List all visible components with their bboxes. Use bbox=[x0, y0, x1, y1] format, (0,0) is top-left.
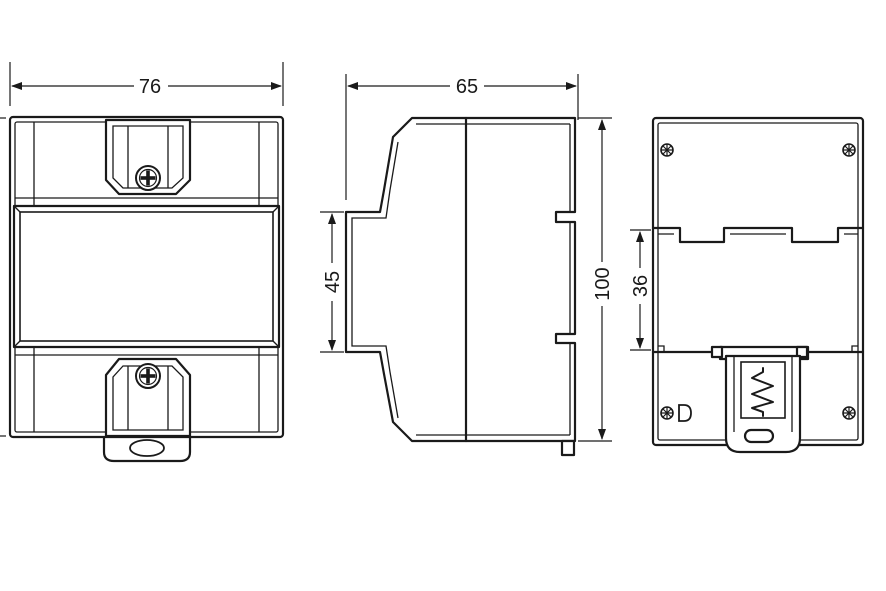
phillips-screw-icon bbox=[660, 406, 674, 420]
side-clip-foot bbox=[560, 439, 576, 457]
clip-slot bbox=[129, 439, 165, 457]
dimension-rail-height: 45 bbox=[320, 211, 344, 353]
side-depth-label: 65 bbox=[456, 76, 478, 98]
clip-release-slot bbox=[743, 428, 775, 444]
side-profile bbox=[344, 116, 577, 443]
front-window bbox=[12, 204, 281, 349]
phillips-screw-icon bbox=[135, 363, 161, 389]
phillips-screw-icon bbox=[842, 143, 856, 157]
rear-view: 36 bbox=[630, 116, 865, 454]
bottom-terminal bbox=[104, 357, 192, 438]
phillips-screw-icon bbox=[660, 143, 674, 157]
din-clip-assembly bbox=[710, 345, 810, 454]
side-height-label: 100 bbox=[592, 267, 614, 300]
front-width-label: 76 bbox=[139, 76, 161, 98]
top-terminal bbox=[104, 118, 192, 196]
dimension-width: 76 bbox=[9, 62, 284, 106]
front-view: 76 bbox=[0, 62, 285, 463]
dimension-clip-height: 36 bbox=[630, 229, 652, 351]
phillips-screw-icon bbox=[842, 406, 856, 420]
side-rail-height-label: 45 bbox=[322, 271, 344, 293]
rear-clip-height-label: 36 bbox=[630, 275, 652, 297]
phillips-screw-icon bbox=[135, 165, 161, 191]
dimension-height: 100 bbox=[578, 117, 614, 442]
dimension-depth: 65 bbox=[345, 74, 579, 200]
din-clip-tab bbox=[102, 432, 192, 463]
side-view: 65 45 100 bbox=[320, 74, 614, 457]
spring-icon bbox=[751, 367, 774, 417]
